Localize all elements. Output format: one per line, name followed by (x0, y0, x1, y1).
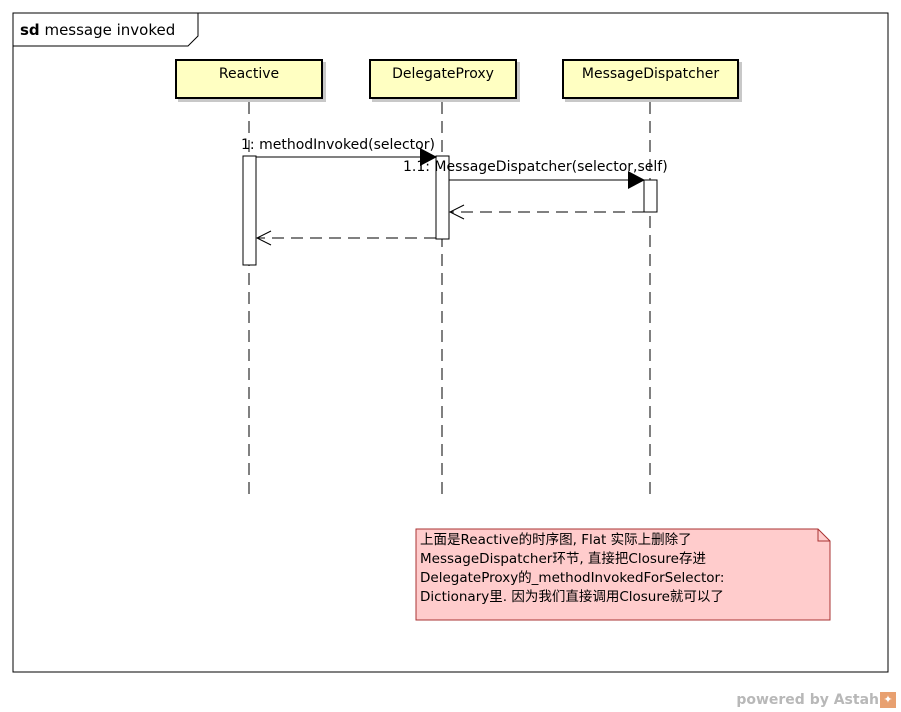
frame-tab-border (13, 13, 199, 47)
frame-name: message invoked (44, 21, 176, 39)
note-text[interactable]: 上面是Reactive的时序图, Flat 实际上删除了 MessageDisp… (420, 531, 820, 607)
activation-delegateproxy (435, 155, 450, 240)
watermark: powered by Astah ✦ (736, 692, 896, 708)
message-1-label[interactable]: 1: methodInvoked(selector) (241, 137, 435, 153)
note-line: Dictionary里. 因为我们直接调用Closure就可以了 (420, 589, 724, 605)
lifeline-label: DelegateProxy (392, 66, 494, 82)
activation-messagedispatcher (643, 179, 658, 213)
lifeline-head-delegateproxy[interactable]: DelegateProxy (369, 59, 517, 99)
reply-1-1-arrowhead (448, 204, 465, 220)
lifeline-head-reactive[interactable]: Reactive (175, 59, 323, 99)
note-shape (415, 528, 831, 621)
lifeline-label: Reactive (218, 66, 280, 82)
watermark-text: powered by Astah (736, 692, 879, 708)
frame-keyword: sd (20, 21, 40, 39)
lifeline-head-messagedispatcher[interactable]: MessageDispatcher (562, 59, 739, 99)
lifeline-label: MessageDispatcher (581, 66, 720, 82)
note-fold (817, 529, 830, 542)
diagram-frame (12, 12, 889, 673)
message-1-arrowhead (420, 148, 437, 166)
note-line: MessageDispatcher环节, 直接把Closure存进 (420, 551, 706, 567)
note-line: 上面是Reactive的时序图, Flat 实际上删除了 (420, 532, 692, 548)
message-1-1-label[interactable]: 1.1: MessageDispatcher(selector,self) (403, 159, 668, 175)
astah-logo-icon: ✦ (880, 692, 896, 708)
message-1-1-arrowhead (628, 171, 645, 189)
activation-reactive (242, 155, 257, 266)
note-line: DelegateProxy的_methodInvokedForSelector: (420, 570, 725, 586)
frame-title: sd message invoked (20, 20, 175, 40)
reply-1-arrowhead (255, 230, 272, 246)
